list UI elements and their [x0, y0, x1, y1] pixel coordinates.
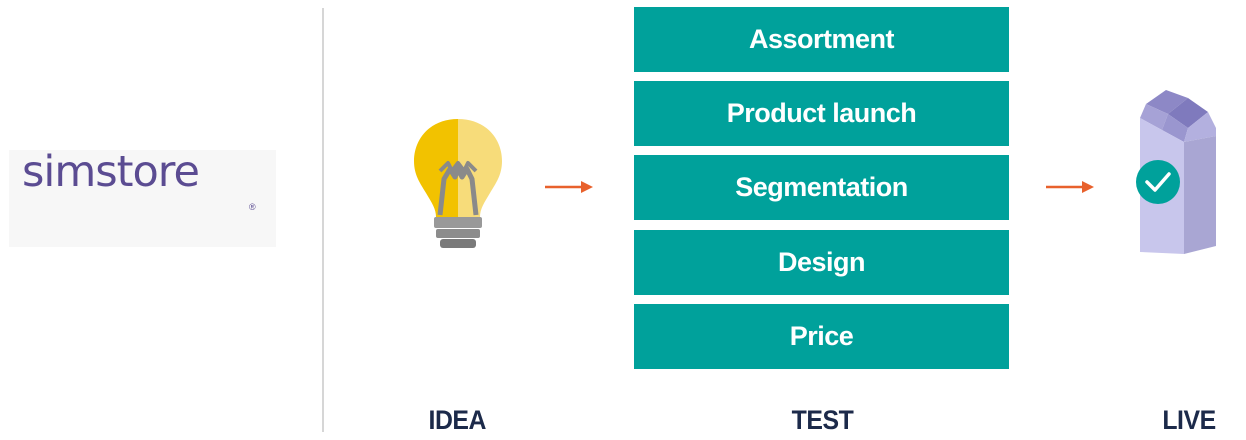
- vertical-divider: [322, 8, 324, 432]
- test-item-product-launch: Product launch: [634, 81, 1009, 146]
- stage-label-test: TEST: [791, 405, 854, 435]
- arrow-right-icon: [1046, 178, 1094, 201]
- arrow-right-icon: [545, 178, 593, 201]
- lightbulb-icon: [412, 117, 504, 256]
- milk-carton-check-icon: [1128, 84, 1218, 263]
- simstore-logo: simstore: [22, 147, 200, 197]
- test-item-segmentation: Segmentation: [634, 155, 1009, 220]
- stage-label-idea: IDEA: [428, 405, 487, 435]
- logo-background: [9, 150, 276, 247]
- stage-label-live: LIVE: [1162, 405, 1216, 435]
- test-item-design: Design: [634, 230, 1009, 295]
- registered-mark: ®: [249, 202, 256, 212]
- test-item-price: Price: [634, 304, 1009, 369]
- test-item-assortment: Assortment: [634, 7, 1009, 72]
